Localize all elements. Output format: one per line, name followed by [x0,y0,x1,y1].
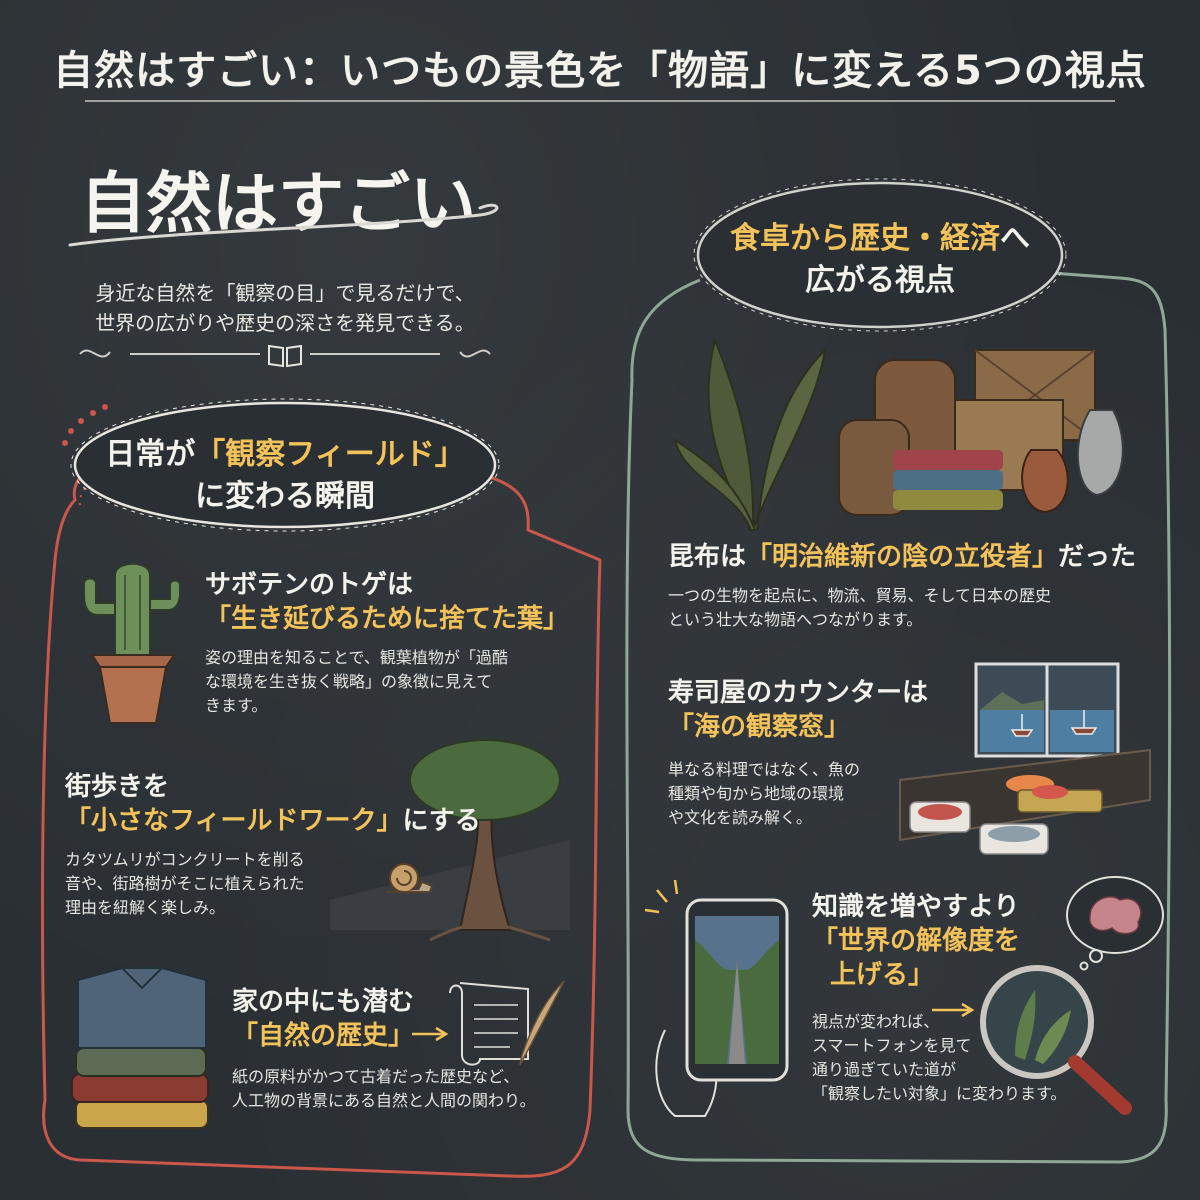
right-item-sushi: 寿司屋のカウンターは 「海の観察窓」 単なる料理ではなく、魚の 種類や旬から地域… [668,676,928,830]
streetwalk-body-1: カタツムリがコンクリートを削る [65,850,305,869]
title-underline-swoosh [68,203,499,247]
left-card-title: 日常が「観察フィールド」 に変わる瞬間 [80,434,490,518]
left-card-dots [62,404,108,446]
streetwalk-heading-1: 街歩きを [65,772,170,802]
left-card-title-part-1: 日常が [105,437,196,472]
intro-text: 身近な自然を「観察の目」で見るだけで、 世界の広がりや歴史の深さを発見できる。 [60,278,510,338]
streetwalk-body-2: 音や、街路樹がそこに植えられた [65,874,305,893]
right-item-kelp: 昆布は「明治維新の陰の立役者」だった 一つの生物を起点に、物流、貿易、そして日本… [668,540,1136,632]
left-item-streetwalk: 街歩きを 「小さなフィールドワーク」にする カタツムリがコンクリートを削る 音や… [65,770,481,920]
right-card-title-part-2: 歴史・経済 [850,221,1000,256]
home-heading-2: 「自然の歴史」 [232,1021,415,1051]
snail-icon [386,863,434,893]
kelp-heading-highlight: 「明治維新の陰の立役者」 [746,542,1059,572]
cactus-body-1: 姿の理由を知ることで、観葉植物が「過酷 [205,648,508,667]
header-divider [85,100,1115,102]
left-card-title-highlight: 「観察フィールド」 [195,437,465,472]
resolution-heading-2: 「世界の解像度を [812,926,1021,956]
left-item-home: 家の中にも潜む 「自然の歴史」 紙の原料がかつて古着だった歴史など、 人工物の背… [232,985,536,1113]
scroll-quill-icon [449,980,565,1066]
intro-ornament-divider [79,349,491,358]
resolution-arrow-icon [932,1002,975,1018]
left-item-cactus: サボテンのトゲは 「生き延びるために捨てた葉」 姿の理由を知ることで、観葉植物が… [205,568,569,718]
cactus-body-2: な環境を生き抜く戦略」の象徴に見えて [205,672,493,691]
kelp-icon [673,336,827,531]
streetwalk-heading-2-suffix: にする [402,806,481,836]
sushi-icon [899,748,1151,855]
tree-icon [330,739,570,942]
window-boats-icon [974,662,1120,758]
kelp-heading-part-3: だった [1058,542,1137,572]
resolution-body-4: 「観察したい対象」に変わります。 [812,1084,1067,1103]
cactus-icon [83,562,181,724]
resolution-body-3: 通り過ぎていた道が [812,1060,957,1079]
clothes-stack-icon [71,967,209,1129]
cactus-body-3: きます。 [205,696,268,715]
kelp-heading: 昆布は「明治維新の陰の立役者」だった [668,540,1136,574]
intro-line-1: 身近な自然を「観察の目」で見るだけで、 [95,281,475,305]
right-card-title: 食卓から歴史・経済へ 広がる視点 [710,218,1050,302]
resolution-body-1: 視点が変われば、 [812,1012,940,1031]
right-card-title-part-3: へ [1000,221,1030,256]
kelp-body-1: 一つの生物を起点に、物流、貿易、そして日本の歴史 [668,586,1052,605]
resolution-heading-3: 上げる」 [830,960,935,990]
cactus-heading-1: サボテンのトゲは [205,570,414,600]
streetwalk-body-3: 理由を紐解く楽しみ。 [65,898,226,917]
sushi-heading-1: 寿司屋のカウンターは [668,678,929,708]
right-card-title-part-1: 食卓から [730,221,850,256]
home-arrow-icon [412,1026,449,1042]
streetwalk-heading-2: 「小さなフィールドワーク」にする [65,804,481,838]
magnifier-icon [980,965,1132,1115]
resolution-heading-1: 知識を増やすより [812,892,1020,922]
barrels-crates-icon [838,349,1124,516]
sushi-body-2: 種類や旬から地域の環境 [668,784,845,803]
intro-line-2: 世界の広がりや歴史の深さを発見できる。 [95,311,475,335]
kelp-body-2: という壮大な物語へつながります。 [668,610,923,629]
sushi-body-3: や文化を読み解く。 [668,808,813,827]
sushi-body-1: 単なる料理ではなく、魚の [668,760,861,779]
left-card-title-line-2: に変わる瞬間 [195,479,375,514]
book-icon [268,344,302,368]
right-card-title-line-2: 広がる視点 [805,263,955,298]
cactus-heading-2: 「生き延びるために捨てた葉」 [205,604,570,634]
home-body-2: 人工物の背景にある自然と人間の関わり。 [232,1091,536,1110]
page-title: 自然はすごい：いつもの景色を「物語」に変える5つの視点 [53,48,1147,94]
sushi-heading-2: 「海の観察窓」 [668,712,851,742]
brain-icon [1066,876,1164,971]
right-item-resolution: 知識を増やすより 「世界の解像度を 上げる」 視点が変われば、 スマートフォンを… [812,890,1066,1106]
kelp-heading-part-1: 昆布は [668,542,747,572]
smartphone-icon [644,879,789,1117]
streetwalk-heading-2-highlight: 「小さなフィールドワーク」 [65,806,403,836]
home-heading-1: 家の中にも潜む [232,987,415,1017]
home-body-1: 紙の原料がかつて古着だった歴史など、 [232,1067,520,1086]
resolution-body-2: スマートフォンを見て [812,1036,972,1055]
